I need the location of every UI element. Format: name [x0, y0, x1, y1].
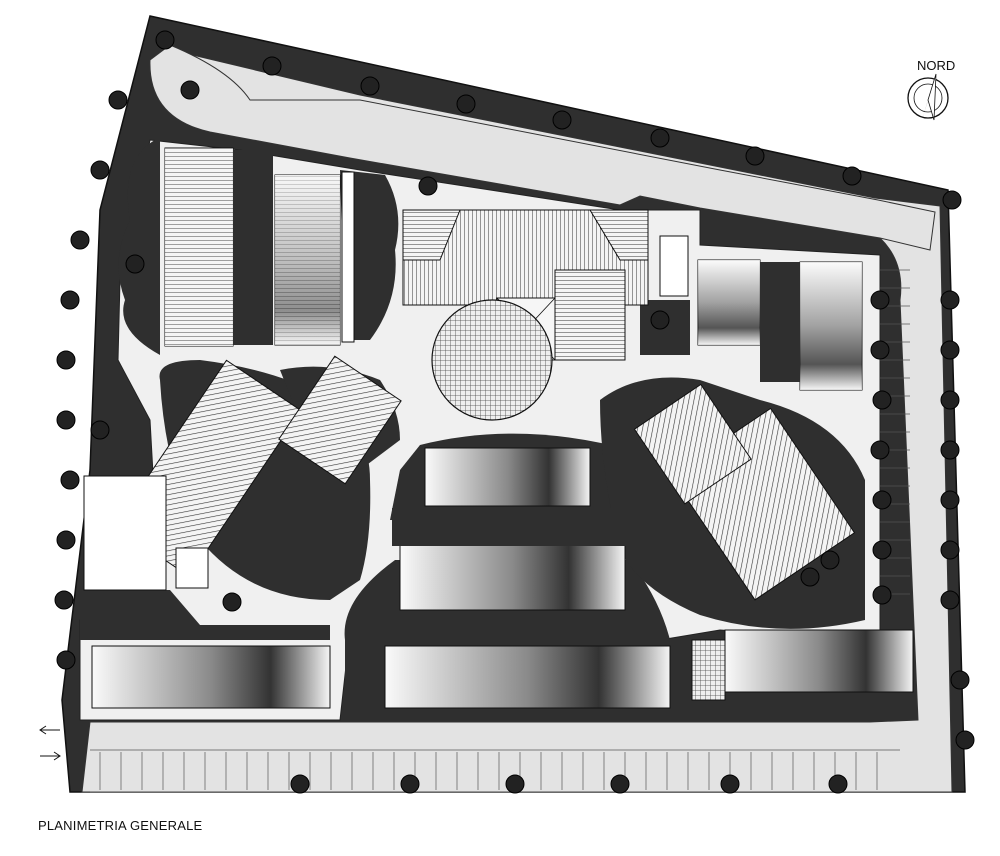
- tree: [870, 340, 890, 360]
- tree: [552, 110, 572, 130]
- tree: [418, 176, 438, 196]
- tree: [60, 290, 80, 310]
- tree: [940, 440, 960, 460]
- tree: [955, 730, 975, 750]
- tree: [800, 567, 820, 587]
- north-label: NORD: [917, 58, 955, 73]
- main-building: [402, 209, 689, 361]
- tree: [820, 550, 840, 570]
- building-south-west: [91, 645, 331, 709]
- circular-plaza: [431, 299, 553, 421]
- tree: [262, 56, 282, 76]
- north-road: [149, 44, 936, 251]
- tree: [60, 470, 80, 490]
- greenhouse-diagonal-west-small: [278, 355, 402, 485]
- tree: [872, 540, 892, 560]
- tree: [940, 290, 960, 310]
- tree: [950, 670, 970, 690]
- tree: [872, 390, 892, 410]
- tree: [940, 540, 960, 560]
- trees: [54, 30, 975, 794]
- tree: [870, 290, 890, 310]
- tree: [400, 774, 420, 794]
- tree: [872, 585, 892, 605]
- tree: [90, 160, 110, 180]
- entry-arrows: [39, 725, 61, 761]
- tree: [870, 440, 890, 460]
- tree: [940, 340, 960, 360]
- tree: [610, 774, 630, 794]
- green-island-north: [340, 170, 399, 340]
- tree: [942, 190, 962, 210]
- building-northwest-a: [164, 147, 273, 347]
- green-island-west: [118, 140, 160, 355]
- tree: [650, 310, 670, 330]
- tree: [56, 350, 76, 370]
- building-center-north: [424, 447, 591, 507]
- tree: [360, 76, 380, 96]
- tree: [290, 774, 310, 794]
- tree: [940, 390, 960, 410]
- tree: [70, 230, 90, 250]
- parking-stalls-south: [99, 752, 878, 790]
- building-west-white: [83, 475, 209, 591]
- tree: [180, 80, 200, 100]
- building-south-center: [384, 645, 671, 709]
- tree: [54, 590, 74, 610]
- building-northwest-b: [274, 171, 355, 346]
- tree: [745, 146, 765, 166]
- building-center-south: [392, 508, 632, 611]
- tree: [842, 166, 862, 186]
- parking-south: [90, 749, 900, 793]
- tree: [872, 490, 892, 510]
- tree: [940, 590, 960, 610]
- tree: [90, 420, 110, 440]
- tree: [108, 90, 128, 110]
- tree: [720, 774, 740, 794]
- tree: [56, 530, 76, 550]
- tree: [828, 774, 848, 794]
- tree: [456, 94, 476, 114]
- tree: [940, 490, 960, 510]
- tree: [222, 592, 242, 612]
- green-island-southwest: [80, 590, 330, 640]
- tree: [505, 774, 525, 794]
- building-east-b: [760, 261, 863, 391]
- building-south-east: [691, 629, 914, 701]
- drawing-title: PLANIMETRIA GENERALE: [38, 818, 203, 833]
- tree: [125, 254, 145, 274]
- tree: [155, 30, 175, 50]
- building-east-a: [697, 259, 761, 346]
- tree: [56, 410, 76, 430]
- greenhouse-diagonal-east-small: [633, 383, 752, 505]
- tree: [650, 128, 670, 148]
- north-arrow: NORD: [907, 58, 955, 121]
- tree: [56, 650, 76, 670]
